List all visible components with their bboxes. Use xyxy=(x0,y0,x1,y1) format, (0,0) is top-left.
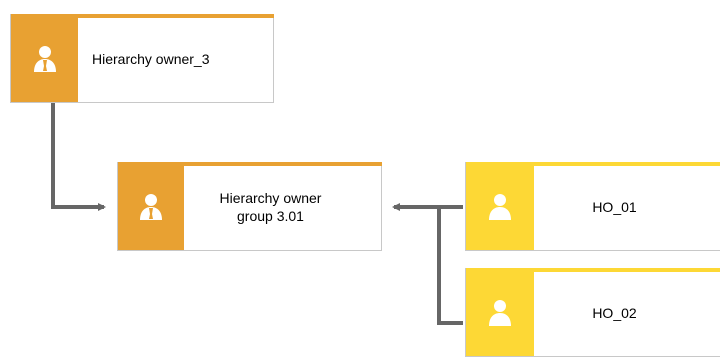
node-icon-box xyxy=(466,163,534,250)
node-ho-01[interactable]: HO_01 xyxy=(465,162,720,251)
person-icon xyxy=(489,193,511,220)
node-label: HO_01 xyxy=(592,198,637,215)
node-top-bar xyxy=(466,162,720,166)
connector-ho-to-group xyxy=(437,205,463,325)
manager-person-icon xyxy=(33,45,56,72)
connector-owner3-to-group xyxy=(51,103,106,211)
node-icon-box xyxy=(466,269,534,356)
node-ho-02[interactable]: HO_02 xyxy=(465,268,720,357)
node-hierarchy-owner-3[interactable]: Hierarchy owner_3 xyxy=(10,14,274,103)
manager-person-icon xyxy=(140,193,162,220)
node-label: Hierarchy owner_3 xyxy=(92,50,210,67)
node-top-bar xyxy=(466,268,720,272)
node-hierarchy-owner-group-3-01[interactable]: Hierarchy owner group 3.01 xyxy=(117,162,382,251)
node-label: HO_02 xyxy=(592,304,637,321)
node-icon-box xyxy=(118,163,184,250)
node-label: Hierarchy owner group 3.01 xyxy=(219,189,322,224)
person-icon xyxy=(489,299,511,326)
node-top-bar xyxy=(118,162,382,166)
node-icon-box xyxy=(11,15,78,102)
node-top-bar xyxy=(11,14,274,18)
